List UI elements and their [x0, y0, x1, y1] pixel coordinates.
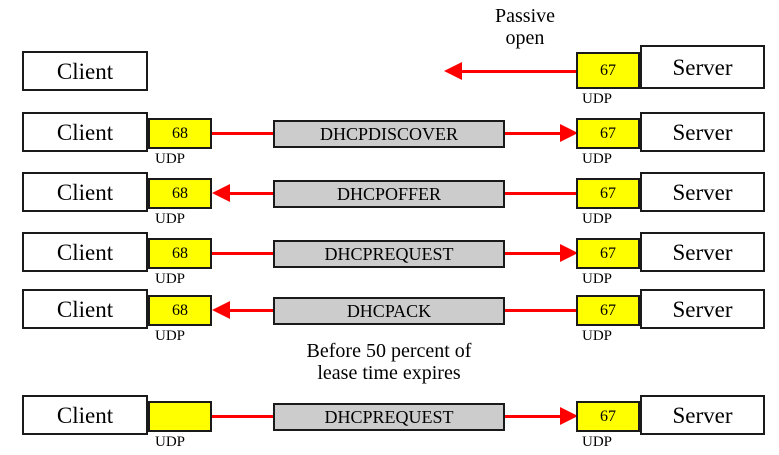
server-port-box-row-dhcpdiscover: 67 [576, 118, 640, 149]
wire-left-row-dhcpack [228, 309, 275, 312]
arrow-left-row-dhcpoffer [212, 184, 230, 202]
server-box-row-dhcpoffer: Server [640, 172, 765, 212]
message-box-dhcprequest-renew: DHCPREQUEST [273, 403, 505, 431]
server-udp-label-row-dhcprequest-renew: UDP [582, 434, 613, 450]
annotation-lease-renewal-note: Before 50 percent of lease time expires [306, 340, 472, 384]
server-udp-label-row-passive-open: UDP [582, 91, 613, 107]
server-box-row-dhcpdiscover: Server [640, 112, 765, 152]
client-port-box-row-dhcpdiscover: 68 [148, 118, 212, 149]
server-port-box-row-dhcpoffer: 67 [576, 178, 640, 209]
wire-right-row-dhcpoffer [503, 192, 578, 195]
client-udp-label-row-dhcpack: UDP [155, 328, 186, 344]
arrow-right-row-dhcprequest [560, 244, 578, 262]
server-udp-label-row-dhcpoffer: UDP [582, 211, 613, 227]
server-port-box-row-dhcpack: 67 [576, 295, 640, 326]
arrow-left-passive-open [444, 62, 462, 80]
client-udp-label-row-dhcprequest: UDP [155, 271, 186, 287]
client-box-row-dhcprequest: Client [22, 232, 148, 272]
wire-left-row-dhcprequest-renew [210, 415, 275, 418]
server-udp-label-row-dhcpack: UDP [582, 328, 613, 344]
message-box-dhcpack: DHCPACK [273, 297, 505, 325]
server-box-row-dhcprequest-renew: Server [640, 395, 765, 435]
message-box-dhcprequest: DHCPREQUEST [273, 240, 505, 268]
arrow-left-row-dhcpack [212, 301, 230, 319]
arrow-right-row-dhcpdiscover [560, 124, 578, 142]
server-port-box-row-passive-open: 67 [576, 52, 640, 89]
wire-right-row-dhcprequest [503, 252, 565, 255]
wire-left-row-dhcprequest [210, 252, 275, 255]
server-port-box-row-dhcprequest: 67 [576, 238, 640, 269]
wire-passive-open [452, 70, 578, 73]
client-port-box-row-dhcprequest-renew [148, 401, 212, 432]
server-box-row-dhcpack: Server [640, 289, 765, 329]
message-box-dhcpdiscover: DHCPDISCOVER [273, 120, 505, 148]
arrow-right-row-dhcprequest-renew [560, 407, 578, 425]
client-port-box-row-dhcpack: 68 [148, 295, 212, 326]
server-udp-label-row-dhcprequest: UDP [582, 271, 613, 287]
client-box-row-dhcprequest-renew: Client [22, 395, 148, 435]
wire-left-row-dhcpdiscover [210, 132, 275, 135]
client-box-row-passive-open: Client [22, 51, 148, 91]
client-port-box-row-dhcprequest: 68 [148, 238, 212, 269]
wire-left-row-dhcpoffer [228, 192, 275, 195]
client-box-row-dhcpack: Client [22, 289, 148, 329]
client-udp-label-row-dhcprequest-renew: UDP [155, 434, 186, 450]
message-box-dhcpoffer: DHCPOFFER [273, 180, 505, 208]
client-udp-label-row-dhcpdiscover: UDP [155, 151, 186, 167]
server-box-row-dhcprequest: Server [640, 232, 765, 272]
client-udp-label-row-dhcpoffer: UDP [155, 211, 186, 227]
client-box-row-dhcpdiscover: Client [22, 112, 148, 152]
wire-right-row-dhcpdiscover [503, 132, 565, 135]
client-port-box-row-dhcpoffer: 68 [148, 178, 212, 209]
annotation-passive-open: Passive open [495, 5, 555, 49]
wire-right-row-dhcprequest-renew [503, 415, 565, 418]
client-box-row-dhcpoffer: Client [22, 172, 148, 212]
server-port-box-row-dhcprequest-renew: 67 [576, 401, 640, 432]
wire-right-row-dhcpack [503, 309, 578, 312]
server-udp-label-row-dhcpdiscover: UDP [582, 151, 613, 167]
server-box-row-passive-open: Server [640, 45, 765, 89]
